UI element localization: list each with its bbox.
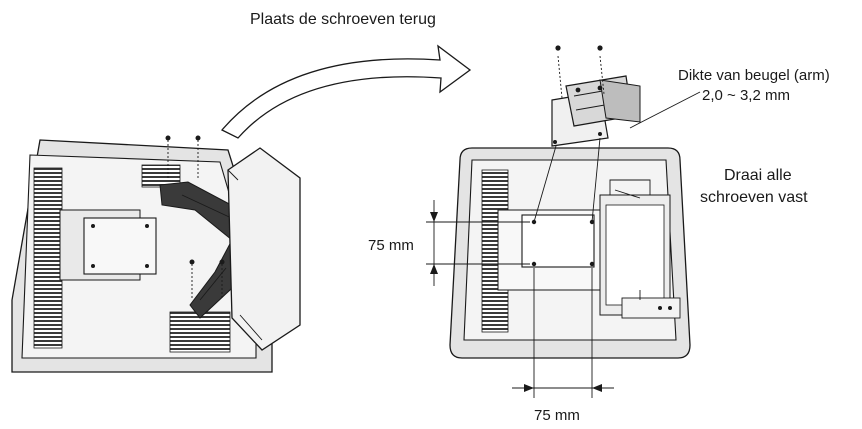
monitor-without-stand (449, 147, 691, 359)
bracket-thickness-label: Dikte van beugel (arm) (678, 67, 830, 84)
screw-icon (597, 85, 603, 91)
monitor-with-stand (11, 135, 301, 373)
bracket-thickness-value: 2,0 ~ 3,2 mm (702, 87, 790, 104)
curved-arrow (220, 44, 472, 139)
screw-icon (195, 135, 201, 180)
vertical-dimension (426, 200, 530, 286)
replace-screws-label: Plaats de schroeven terug (250, 11, 436, 28)
screw-icon (219, 259, 225, 298)
screw-icon (597, 45, 603, 51)
tighten-label-line2: schroeven vast (700, 189, 808, 206)
screw-icon (165, 135, 171, 180)
screw-icon (555, 45, 561, 51)
screw-icon (575, 87, 581, 93)
horizontal-spacing-label: 75 mm (534, 407, 580, 424)
horizontal-dimension (512, 268, 614, 398)
screw-icon (189, 259, 195, 298)
tighten-label-line1: Draai alle (724, 167, 792, 184)
mount-bracket (533, 45, 641, 223)
leader-line (629, 91, 701, 129)
vertical-spacing-label: 75 mm (368, 237, 414, 254)
